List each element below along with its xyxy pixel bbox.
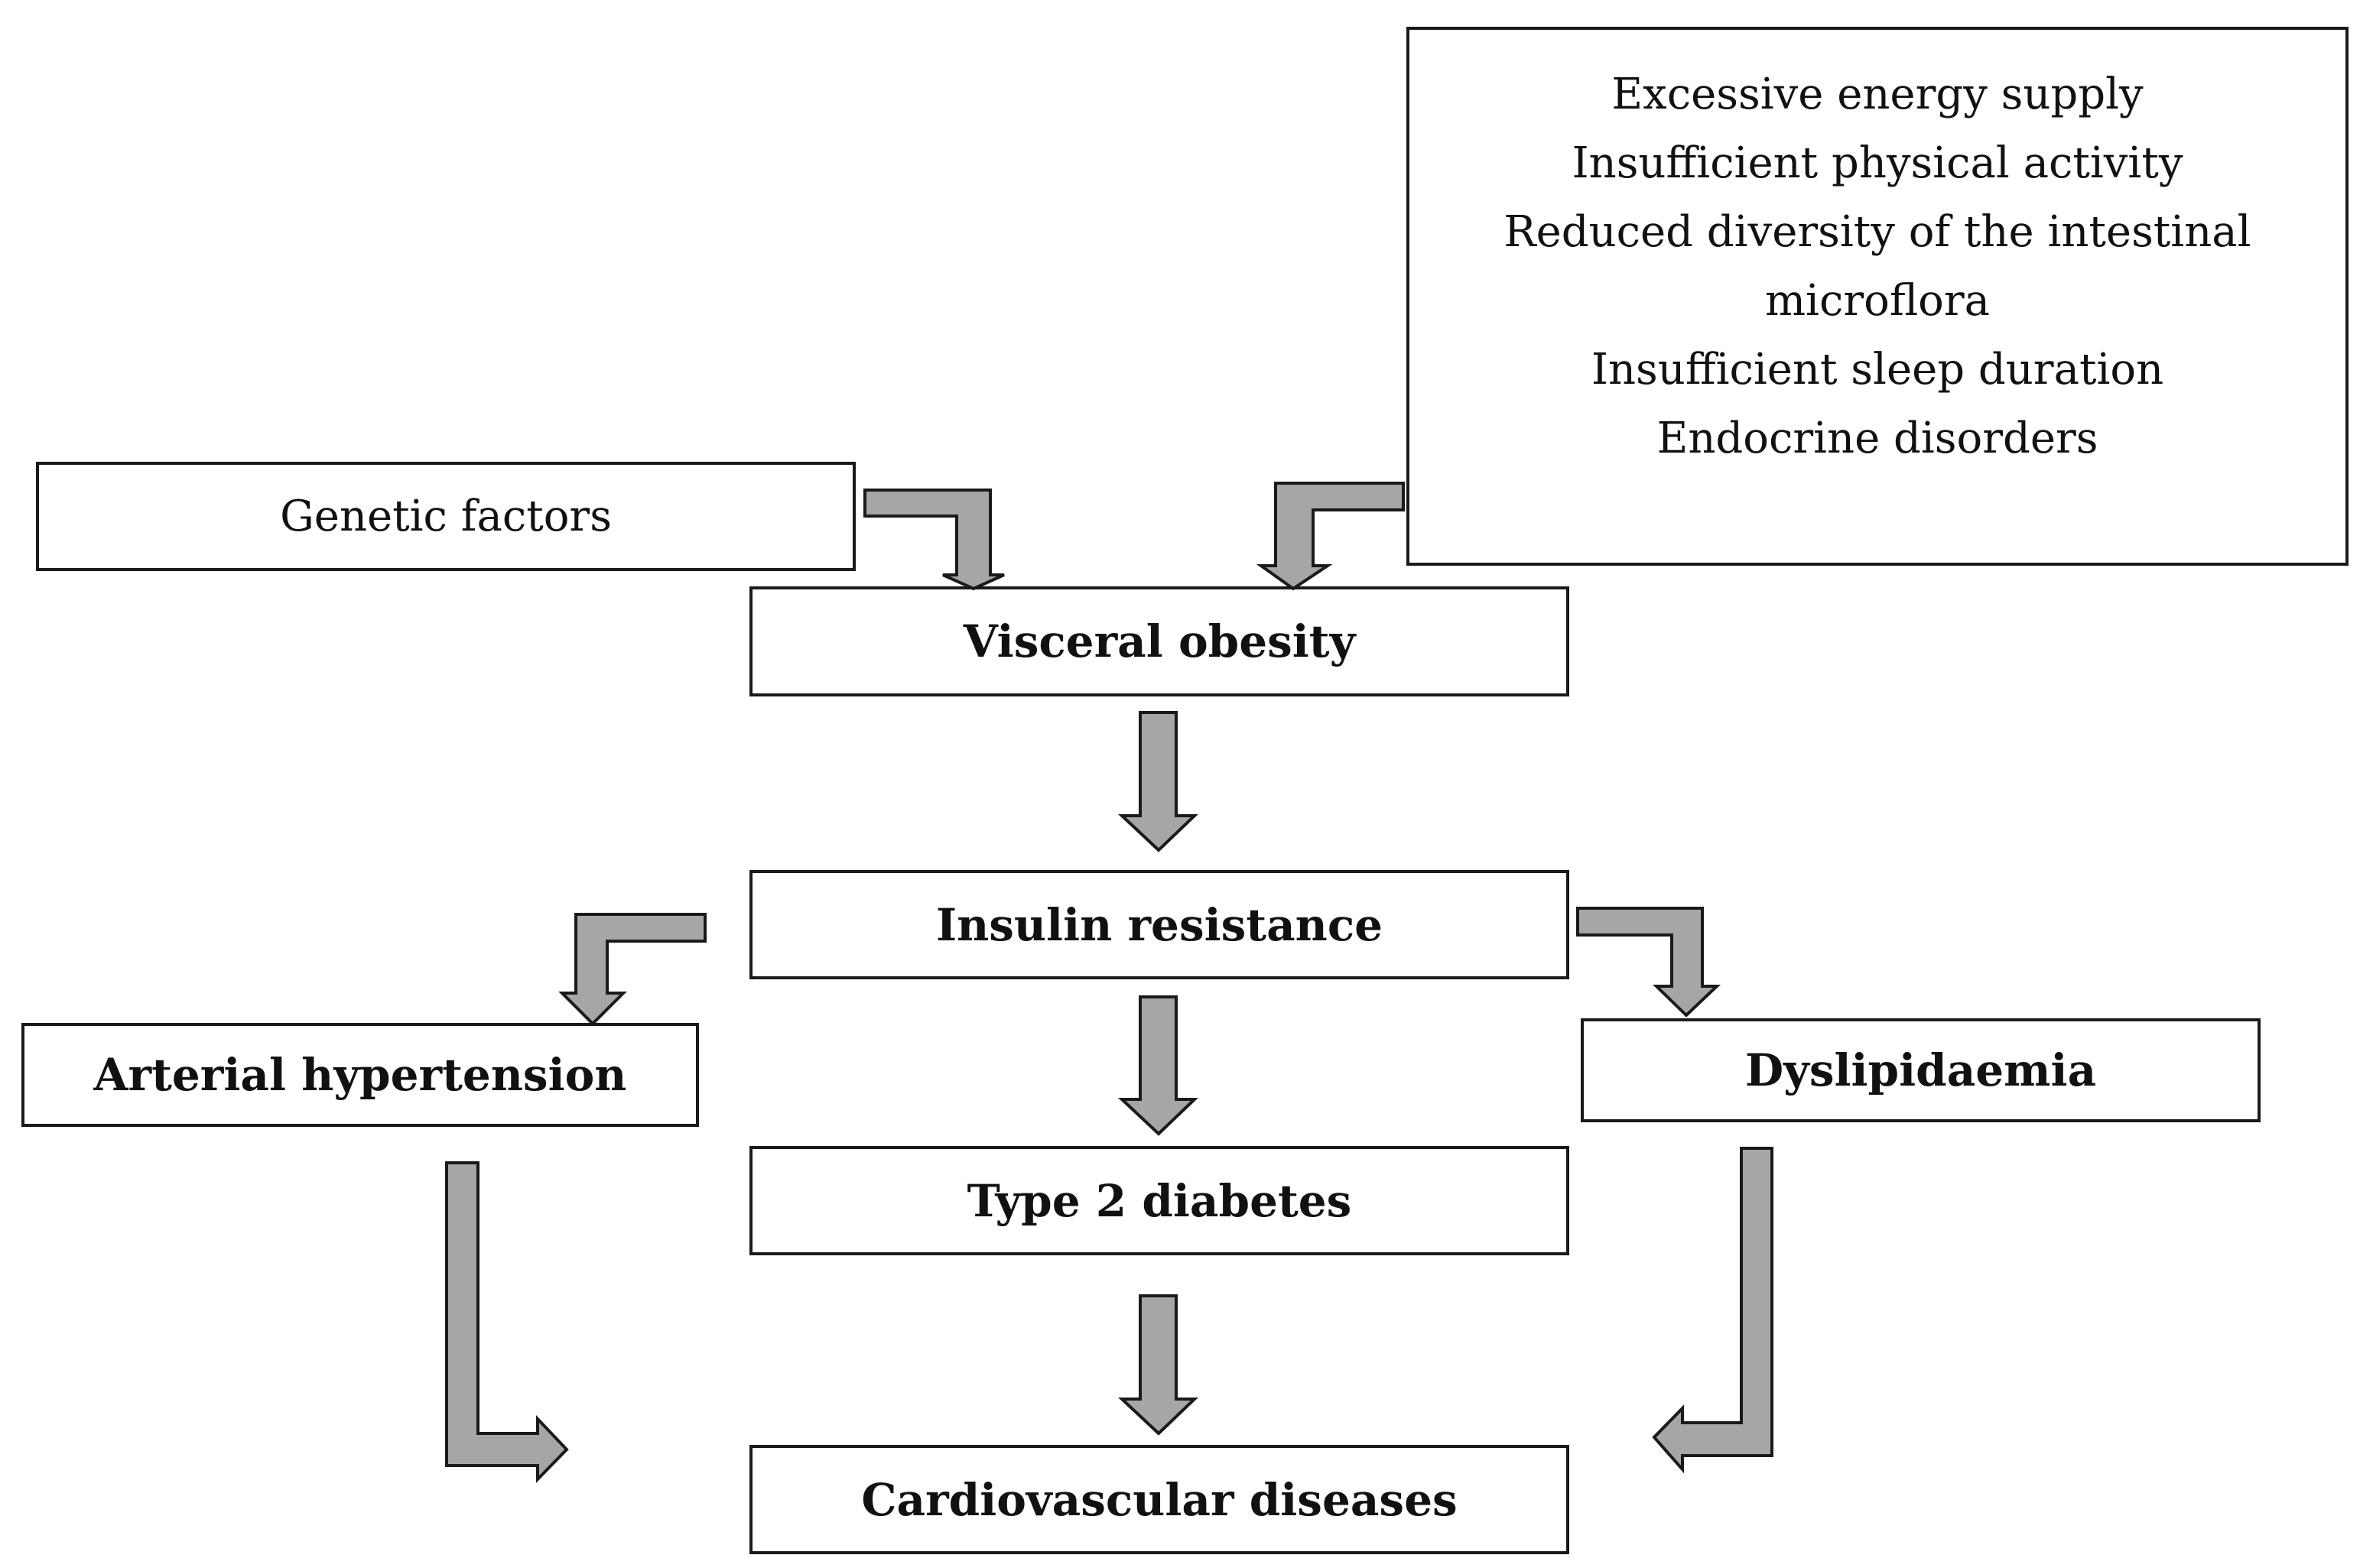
insulin-resistance-label: Insulin resistance xyxy=(935,898,1383,951)
type2-diabetes-box: Type 2 diabetes xyxy=(749,1146,1569,1255)
arrow-insulin-to-dyslipidaemia xyxy=(1576,907,1721,1018)
factor-microflora-line2: microflora xyxy=(1764,276,1991,326)
cardiovascular-diseases-label: Cardiovascular diseases xyxy=(861,1473,1458,1526)
arrow-obesity-to-insulin xyxy=(1117,711,1198,852)
arrow-lifestyle-to-obesity xyxy=(1256,482,1405,591)
cardiovascular-diseases-box: Cardiovascular diseases xyxy=(749,1445,1569,1554)
type2-diabetes-label: Type 2 diabetes xyxy=(967,1174,1352,1227)
genetic-factors-box: Genetic factors xyxy=(36,462,856,571)
factor-endocrine-disorders: Endocrine disorders xyxy=(1656,414,2098,463)
arrow-hypertension-to-cardiovascular xyxy=(445,1161,569,1483)
arterial-hypertension-box: Arterial hypertension xyxy=(21,1023,699,1127)
arrow-insulin-to-hypertension xyxy=(558,913,707,1026)
insulin-resistance-box: Insulin resistance xyxy=(749,870,1569,979)
factor-physical-activity: Insufficient physical activity xyxy=(1572,138,2183,188)
dyslipidaemia-label: Dyslipidaemia xyxy=(1744,1044,2097,1096)
arterial-hypertension-label: Arterial hypertension xyxy=(93,1049,627,1101)
arrow-genetic-to-obesity xyxy=(863,489,1005,591)
factor-sleep-duration: Insufficient sleep duration xyxy=(1591,345,2164,394)
visceral-obesity-label: Visceral obesity xyxy=(963,615,1356,667)
arrow-dyslipidaemia-to-cardiovascular xyxy=(1652,1147,1773,1474)
visceral-obesity-box: Visceral obesity xyxy=(749,586,1569,696)
lifestyle-factors-box: Excessive energy supply Insufficient phy… xyxy=(1406,27,2349,566)
arrow-diabetes-to-cardiovascular xyxy=(1117,1294,1198,1436)
dyslipidaemia-box: Dyslipidaemia xyxy=(1581,1018,2261,1122)
factor-microflora-line1: Reduced diversity of the intestinal xyxy=(1503,207,2251,257)
genetic-factors-label: Genetic factors xyxy=(280,492,612,541)
factor-energy-supply: Excessive energy supply xyxy=(1611,70,2144,119)
arrow-insulin-to-diabetes xyxy=(1117,995,1198,1136)
